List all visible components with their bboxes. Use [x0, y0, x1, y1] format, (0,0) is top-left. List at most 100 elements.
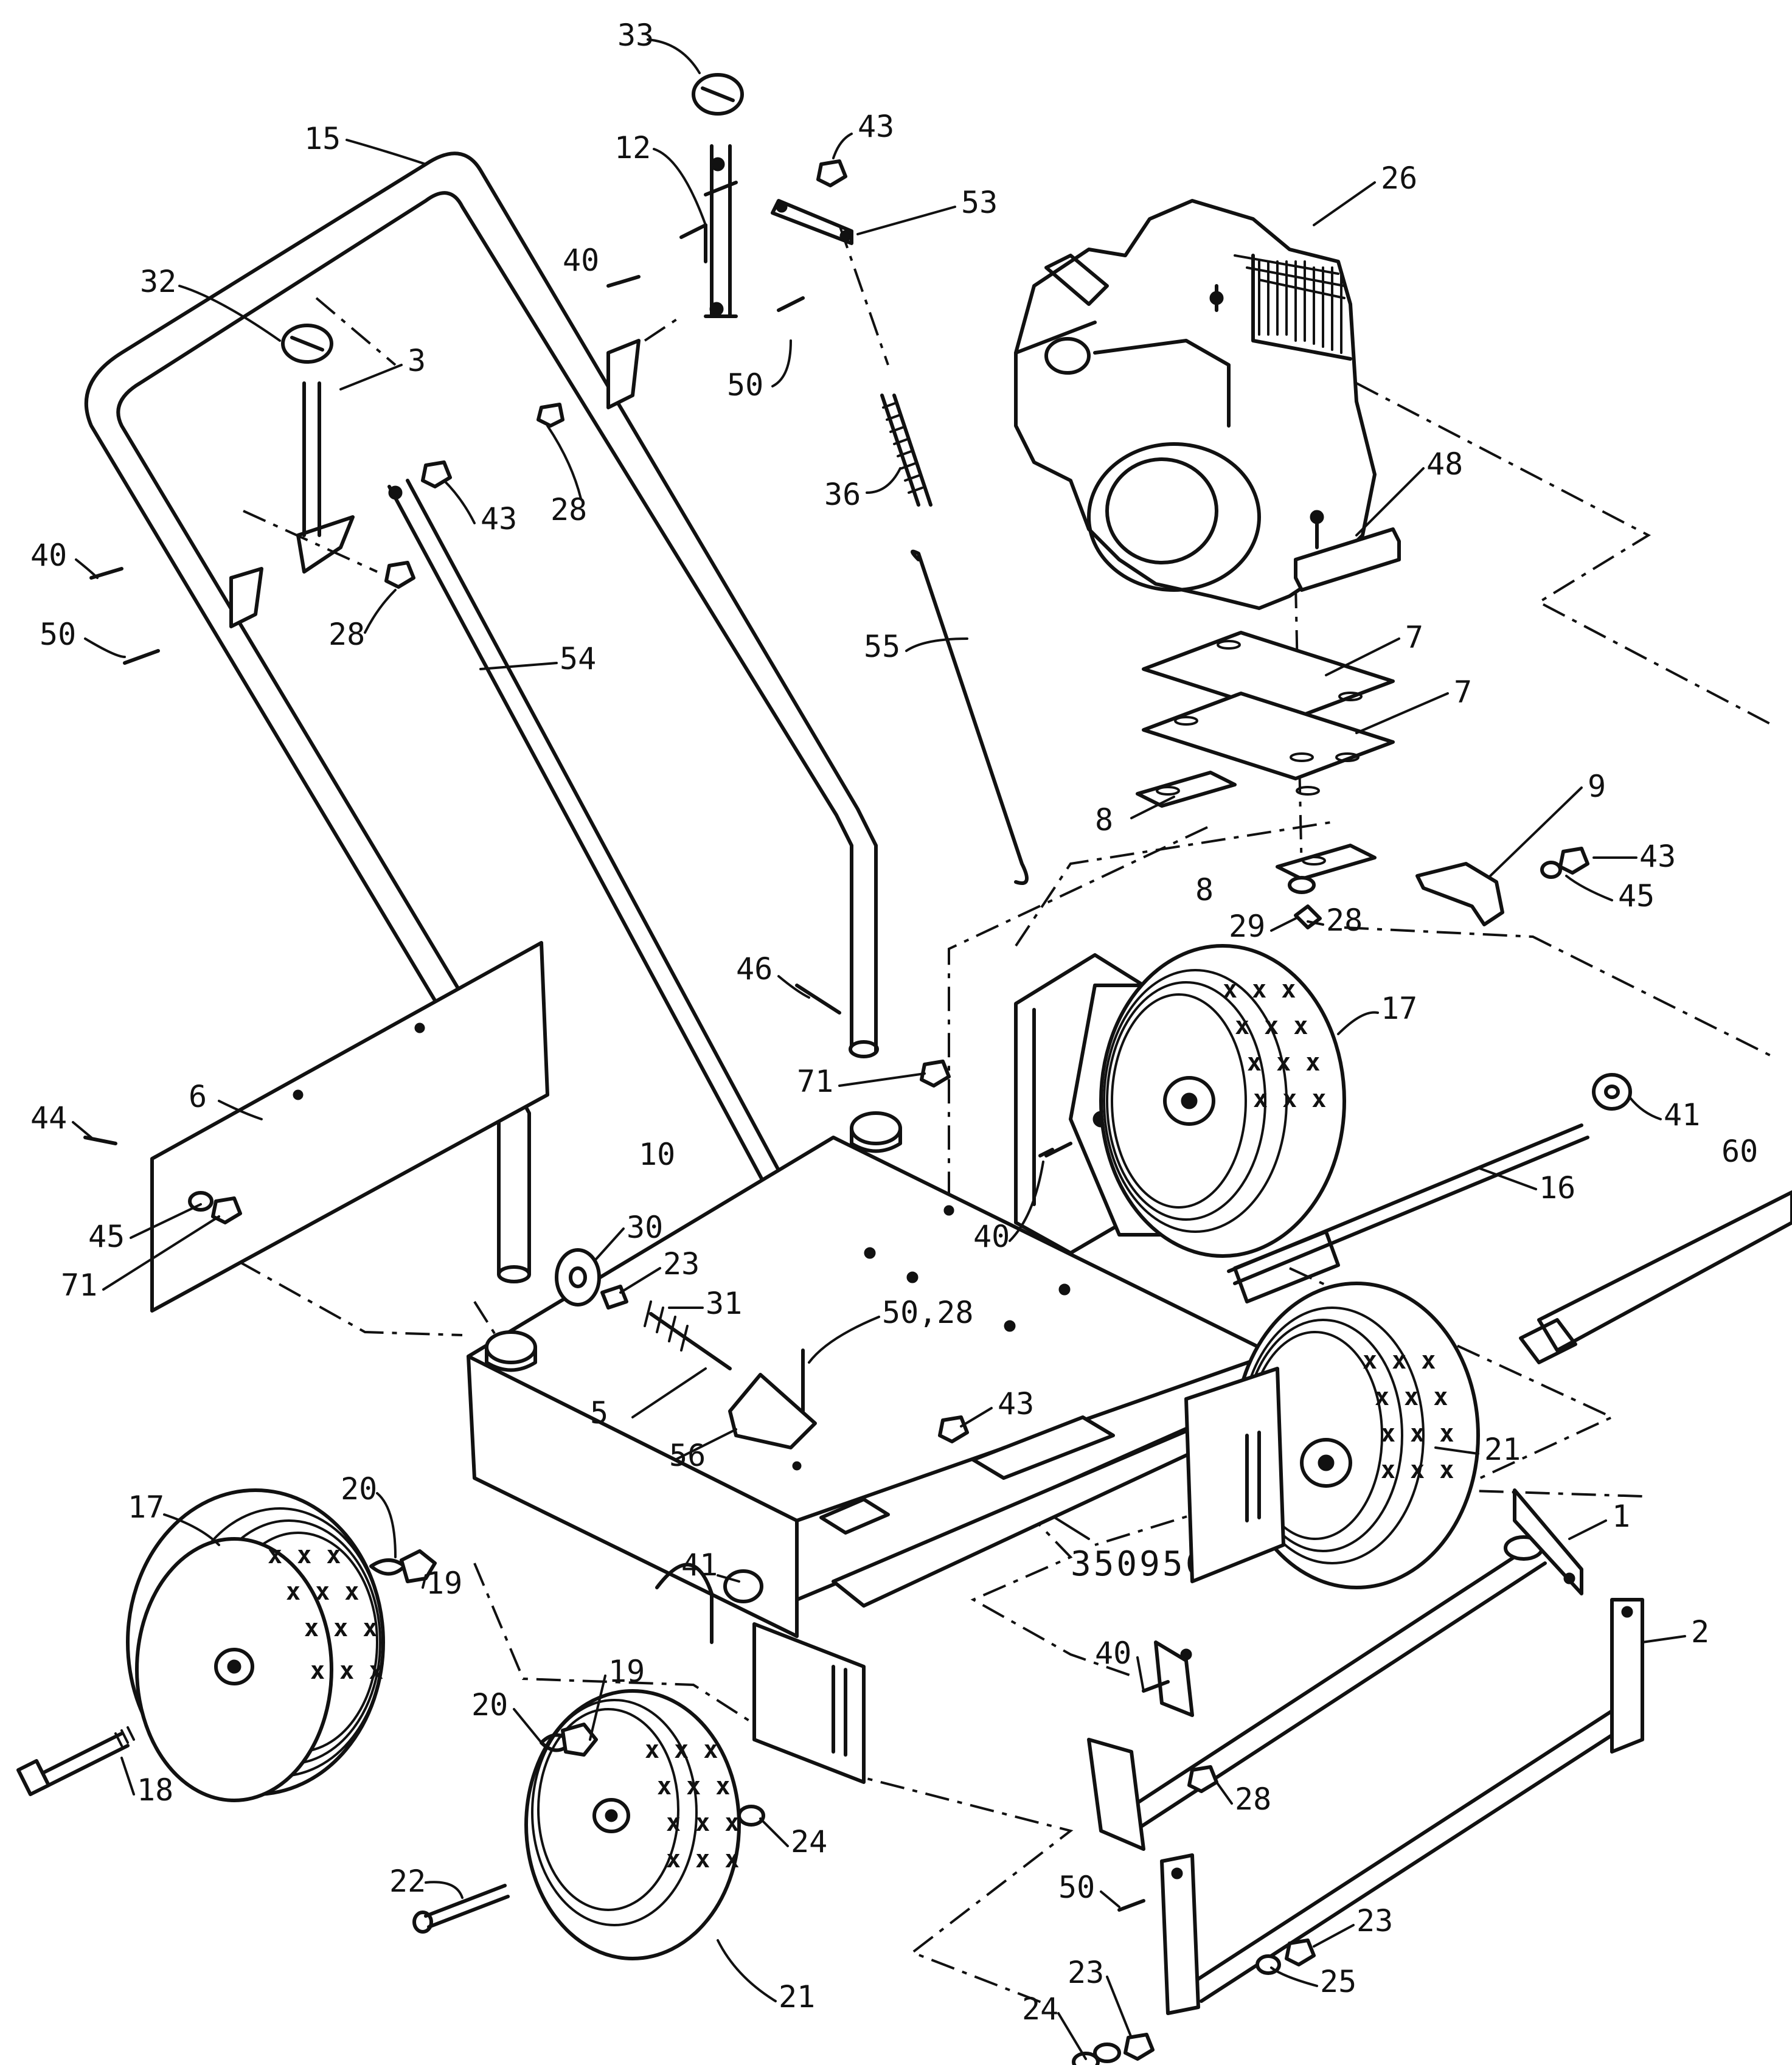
callout-53: 53 [961, 185, 998, 220]
engine-mount-bracket [1294, 510, 1401, 592]
callout-40: 40 [563, 243, 599, 278]
callout-71: 71 [61, 1268, 97, 1303]
idler-bracket [1415, 862, 1504, 926]
callout-23: 23 [663, 1246, 700, 1282]
nut [1558, 847, 1589, 875]
washer [1540, 861, 1562, 879]
rear-axle [1160, 1598, 1644, 2015]
callout-28: 28 [1235, 1782, 1271, 1817]
callout-46: 46 [736, 951, 773, 987]
tread-mark: x x x [1253, 1085, 1326, 1113]
tread-mark: x x x [268, 1541, 341, 1569]
callout-24: 24 [1022, 1991, 1058, 2027]
tread-mark: x x x [1381, 1456, 1454, 1484]
callout-25: 25 [1320, 1964, 1356, 1999]
callout-41: 41 [1664, 1097, 1700, 1133]
callout-48: 48 [1426, 446, 1463, 482]
depth-lever-assembly [229, 144, 738, 628]
callout-43: 43 [1639, 839, 1676, 874]
tread-mark: x x x [1247, 1049, 1320, 1077]
callout-8: 8 [1095, 802, 1113, 838]
tread-mark: x x x [1375, 1383, 1448, 1411]
callout-23: 23 [1068, 1955, 1104, 1990]
callout-60: 60 [1721, 1134, 1758, 1169]
callout-20: 20 [471, 1687, 508, 1723]
wheel-upper: x x x x x x x x x x x x [1099, 944, 1346, 1258]
tread-mark: x x x [1381, 1420, 1454, 1448]
callout-1: 1 [1612, 1499, 1630, 1534]
callout-5: 5 [590, 1395, 608, 1431]
throttle-linkage [771, 199, 1029, 885]
callout-17: 17 [128, 1490, 164, 1525]
wheel-bottom: x x x x x x x x x x x x [524, 1689, 741, 1960]
callout-40: 40 [1095, 1636, 1131, 1671]
tread-mark: x x x [645, 1736, 718, 1764]
bolt [606, 275, 641, 288]
callout-29: 29 [1229, 909, 1265, 944]
nut [816, 159, 847, 187]
tread-mark: x x x [666, 1845, 739, 1873]
tread-mark: x x x [286, 1578, 359, 1606]
bolt [777, 296, 805, 312]
tine-shaft [1227, 1073, 1632, 1303]
wheel-front-left: x x x x x x x x x x x x [126, 1488, 385, 1802]
deck-housing: 35095C [467, 1111, 1267, 1638]
nut [537, 403, 564, 428]
callout-45: 45 [1618, 878, 1655, 914]
bolt [795, 984, 841, 1015]
callout-20: 20 [341, 1471, 377, 1507]
callout-28: 28 [1326, 903, 1363, 938]
callout-31: 31 [706, 1286, 742, 1321]
nut [1187, 1765, 1218, 1793]
axle-bolt [16, 1726, 135, 1796]
callout-16: 16 [1539, 1170, 1575, 1206]
callout-6: 6 [189, 1079, 207, 1114]
callout-36: 36 [824, 477, 861, 512]
reel-shaft [1519, 1190, 1792, 1364]
nut [920, 1060, 951, 1088]
callout-43: 43 [858, 109, 894, 144]
pulley [555, 1248, 601, 1307]
callout-30: 30 [627, 1210, 663, 1245]
leader-lines [72, 38, 1686, 2060]
front-axle [1087, 1488, 1583, 1851]
nut [1123, 2033, 1155, 2061]
nut [938, 1415, 969, 1443]
tread-mark: x x x [666, 1809, 739, 1837]
callout-50-28: 50,28 [882, 1295, 974, 1330]
handle-tube [84, 151, 879, 1283]
bolt [83, 1136, 117, 1145]
tread-mark: x x x [310, 1657, 383, 1685]
nut [1285, 1938, 1316, 1966]
callout-2: 2 [1691, 1614, 1709, 1650]
callout-24: 24 [791, 1824, 827, 1859]
diagram-code: 35095C [1071, 1544, 1208, 1584]
callout-23: 23 [1356, 1903, 1393, 1938]
bolt [1038, 1148, 1054, 1157]
callout-28: 28 [328, 617, 365, 652]
callout-71: 71 [797, 1064, 833, 1099]
callout-9: 9 [1588, 769, 1606, 804]
callout-17: 17 [1381, 991, 1417, 1026]
callout-26: 26 [1381, 161, 1417, 196]
callout-19: 19 [608, 1654, 645, 1689]
nut [561, 1723, 598, 1757]
callout-3: 3 [408, 343, 426, 378]
hardware-parts [83, 159, 1589, 2065]
callout-22: 22 [389, 1864, 426, 1899]
handle-grip-knobs [281, 73, 744, 364]
tension-spring [880, 394, 932, 507]
callout-40: 40 [973, 1219, 1010, 1254]
washer [188, 1191, 214, 1212]
bolt [1117, 1899, 1145, 1912]
axle-pin [412, 1884, 510, 1934]
callout-19: 19 [426, 1566, 462, 1601]
washer [369, 1558, 406, 1576]
tread-mark: x x x [304, 1614, 377, 1642]
callout-54: 54 [560, 641, 596, 676]
engine [1014, 199, 1377, 610]
side-panel [150, 941, 549, 1313]
bolt [123, 649, 160, 665]
callout-50: 50 [40, 617, 76, 652]
nut [400, 1549, 437, 1583]
